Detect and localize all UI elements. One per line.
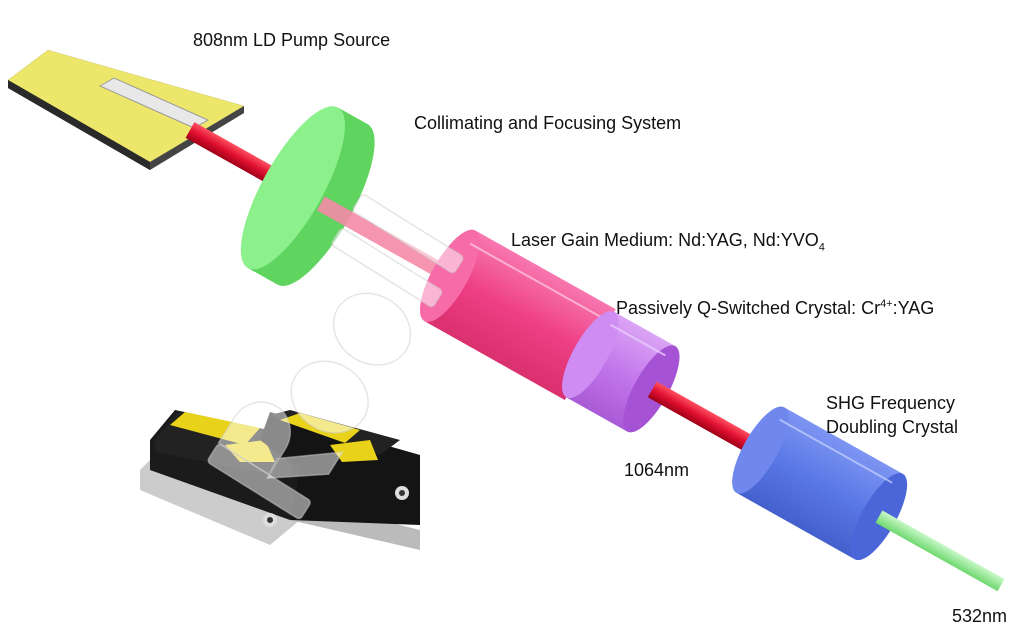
label-532nm: 532nm xyxy=(952,606,1008,626)
qswitch-superscript: 4+ xyxy=(880,298,893,310)
label-pump-source: 808nm LD Pump Source xyxy=(193,30,391,50)
label-shg-line2: Doubling Crystal xyxy=(826,417,959,437)
focused-beam xyxy=(316,196,465,289)
label-shg-line1: SHG Frequency xyxy=(826,393,956,413)
beam-1064nm xyxy=(647,381,770,461)
label-q-switch: Passively Q-Switched Crystal: Cr4+:YAG xyxy=(616,293,934,319)
qswitch-suffix: :YAG xyxy=(892,298,935,318)
watermark-logo xyxy=(207,194,464,520)
label-gain-medium: Laser Gain Medium: Nd:YAG, Nd:YVO4 xyxy=(511,229,825,259)
beam-532nm xyxy=(875,510,1005,592)
qswitch-text: Passively Q-Switched Crystal: Cr xyxy=(616,298,881,318)
q-switch-crystal xyxy=(562,311,680,433)
label-collimating-system: Collimating and Focusing System xyxy=(414,113,682,133)
gain-subscript: 4 xyxy=(818,241,825,254)
ld-pump-source xyxy=(8,50,244,170)
label-1064nm: 1064nm xyxy=(624,460,690,480)
gain-text: Laser Gain Medium: Nd:YAG, Nd:YVO xyxy=(511,230,819,250)
